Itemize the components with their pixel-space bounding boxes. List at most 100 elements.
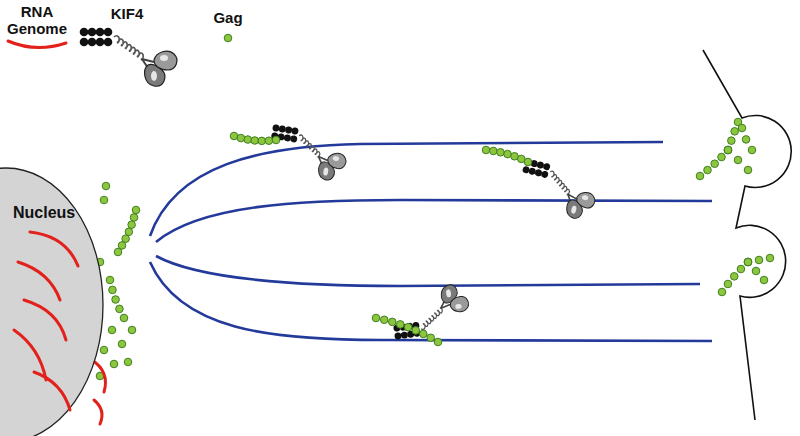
gag-protein: [251, 137, 259, 145]
legend-sample: [198, 10, 208, 20]
microtubule: [150, 262, 712, 341]
kif4-tail: [541, 170, 549, 178]
gag-protein: [132, 206, 140, 214]
gag-protein: [752, 267, 760, 275]
gag-protein: [412, 327, 420, 335]
gag-protein: [120, 314, 128, 322]
kif4-highlight: [446, 289, 452, 298]
kif4-tail: [536, 161, 544, 169]
rna-genome: [18, 262, 60, 300]
kif4-tail: [88, 28, 97, 37]
kif4-highlight: [455, 304, 462, 310]
kif4-highlight: [571, 205, 578, 214]
gag-protein: [272, 136, 280, 144]
gag-protein: [396, 321, 404, 329]
gag-protein: [711, 160, 719, 168]
gag-protein: [372, 314, 380, 322]
legend-sample: [92, 6, 102, 16]
gag-protein: [744, 258, 752, 266]
kif4-stalk: [114, 36, 143, 60]
gag-protein: [724, 280, 732, 288]
microtubule: [156, 256, 700, 286]
kif4-tail: [291, 127, 299, 135]
gag-protein: [108, 326, 116, 334]
kif4-motor: [389, 283, 473, 340]
legend-entry: RNA Genome: [2, 4, 72, 37]
kif4-tail: [80, 28, 89, 37]
kif4-tail: [104, 28, 113, 37]
kif4-tail: [522, 166, 530, 174]
kif4-head: [327, 152, 347, 170]
kif4-stalk: [419, 307, 445, 329]
gag-protein: [427, 334, 435, 342]
kif4-motor: [514, 158, 601, 222]
gag-protein: [728, 137, 736, 145]
gag-protein: [497, 148, 505, 156]
kif4-tail: [534, 169, 542, 177]
gag-protein: [766, 254, 774, 262]
gag-protein: [744, 166, 752, 174]
kif4-highlight: [332, 156, 339, 162]
gag-protein: [490, 147, 498, 155]
gag-protein: [128, 221, 136, 229]
kif4-tail: [394, 332, 402, 340]
microtubule: [156, 200, 712, 242]
rna-genome: [34, 372, 70, 410]
gag-protein: [130, 214, 138, 222]
kif4-tail: [290, 135, 298, 143]
gag-protein: [524, 158, 532, 166]
gag-protein: [420, 330, 428, 338]
gag-protein: [724, 146, 732, 154]
kif4-tail: [283, 134, 291, 142]
kif4-stalk: [296, 135, 322, 158]
gag-protein: [742, 136, 750, 144]
gag-protein: [128, 326, 136, 334]
rna-genome: [92, 360, 106, 392]
kif4-highlight: [151, 71, 157, 81]
gag-protein: [258, 137, 266, 145]
gag-protein: [237, 134, 245, 142]
gag-protein: [380, 316, 388, 324]
kif4-stalk: [546, 171, 573, 195]
kif4-tail: [272, 124, 280, 132]
gag-protein: [738, 124, 746, 132]
rna-genome: [94, 400, 102, 424]
kif4-highlight: [323, 167, 329, 176]
gag-protein: [110, 360, 118, 368]
kif4-tail: [80, 38, 89, 47]
kif4-tail: [96, 28, 105, 37]
gag-protein: [718, 153, 726, 161]
gag-protein: [755, 256, 763, 264]
gag-protein: [734, 156, 742, 164]
kif4-tail: [285, 126, 293, 134]
nucleus-outline: [0, 158, 104, 436]
legend-entry: Gag: [198, 10, 258, 27]
gag-protein: [434, 338, 442, 346]
gag-protein: [102, 182, 110, 190]
gag-protein: [744, 258, 752, 266]
gag-protein: [482, 146, 490, 154]
gag-protein: [109, 286, 117, 294]
kif4-motor: [266, 124, 350, 182]
gag-protein: [114, 248, 122, 256]
kif4-highlight: [160, 55, 168, 61]
gag-protein: [106, 276, 114, 284]
gag-protein: [696, 172, 704, 180]
gag-protein: [724, 146, 732, 154]
rna-genome: [24, 300, 66, 340]
kif4-tail: [88, 38, 97, 47]
legend-sample: [2, 4, 12, 14]
gag-protein: [744, 258, 752, 266]
rna-genome: [14, 330, 46, 380]
gag-protein: [731, 128, 739, 136]
kif4-tail: [104, 38, 113, 47]
kif4-tail: [278, 125, 286, 133]
legend-label: RNA Genome: [2, 4, 72, 37]
gag-protein: [118, 340, 126, 348]
gag-protein: [389, 318, 397, 326]
gag-protein: [124, 358, 132, 366]
plasma-membrane: [703, 50, 791, 420]
kif4-highlight: [581, 195, 588, 201]
gag-protein: [718, 288, 726, 296]
